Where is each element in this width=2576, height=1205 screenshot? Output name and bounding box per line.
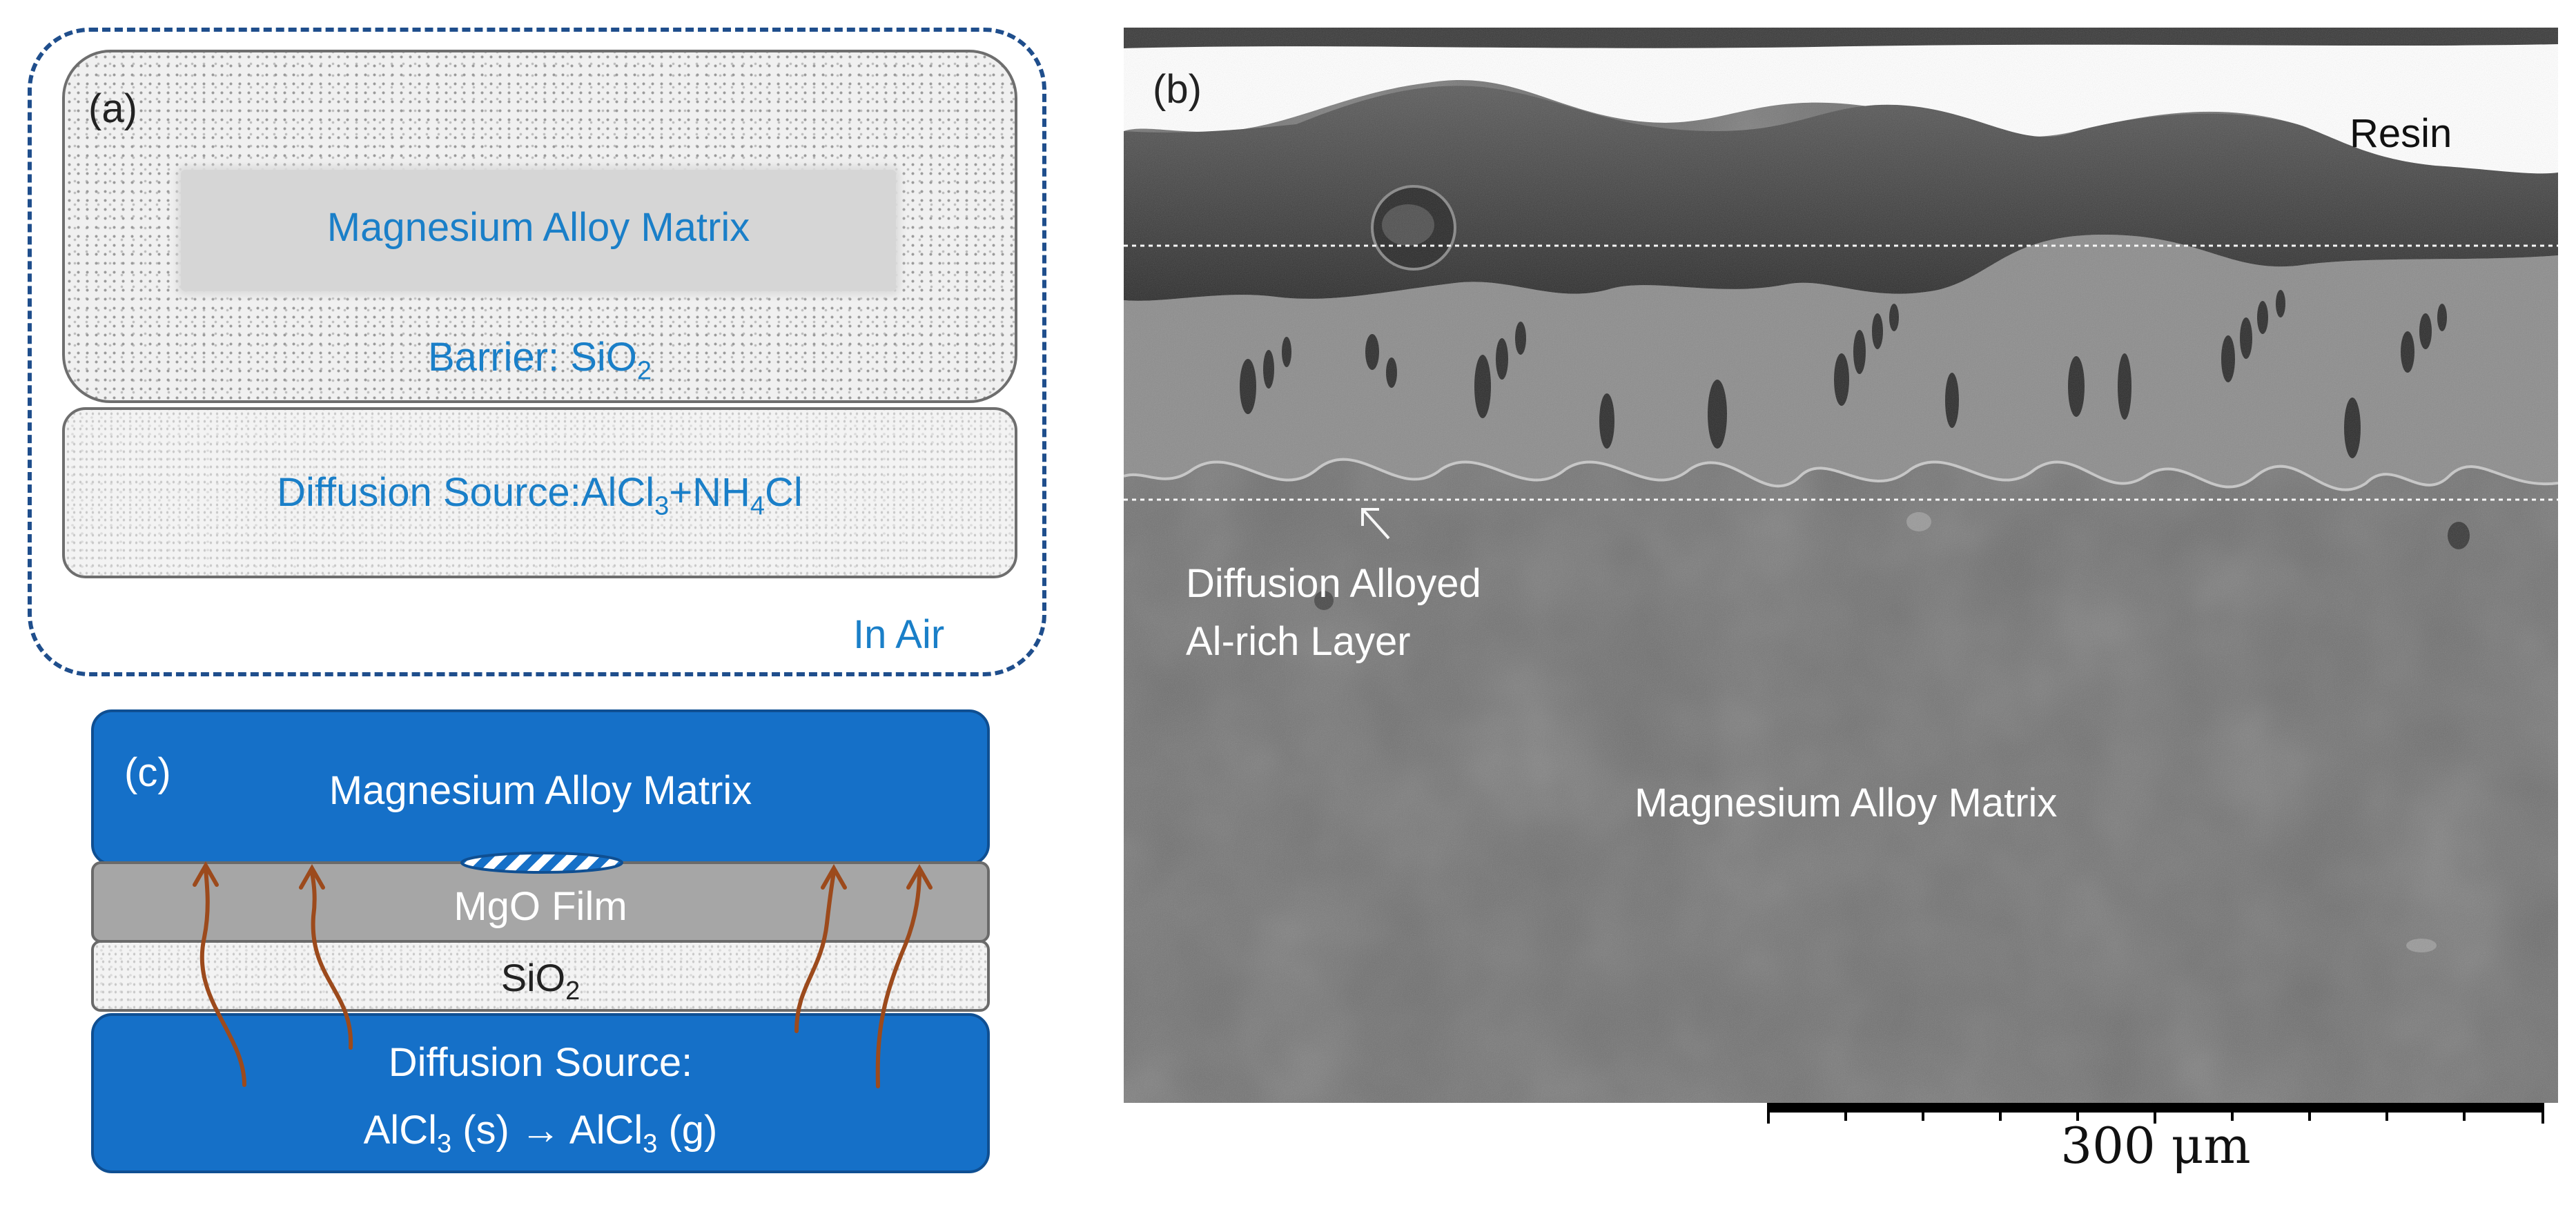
diffusion-arrow-2 — [310, 870, 353, 1050]
panel-b-resin-label: Resin — [2350, 111, 2452, 156]
panel-c-tag: (c) — [124, 750, 171, 795]
diffusion-arrow-2-head — [299, 863, 325, 890]
diffusion-arrow-1-head — [193, 861, 219, 887]
panel-c-diffusion-arrows — [193, 852, 933, 1088]
panel-a-barrier-label: Barrier: SiO2 — [427, 335, 652, 386]
panel-b-scale-label: 300 μm — [2060, 1117, 2251, 1175]
panel-c-sio2-layer — [91, 940, 990, 1012]
panel-b-tag: (b) — [1153, 67, 1202, 112]
panel-c-hatched-ellipse — [460, 852, 623, 874]
panel-a-matrix-block — [181, 170, 896, 291]
panel-b-layer-label-line1: Diffusion Alloyed — [1186, 561, 1481, 606]
panel-c-matrix-label: Magnesium Alloy Matrix — [329, 768, 752, 813]
panel-a-diffusion-source-layer — [62, 407, 1017, 578]
panel-b-matrix-label: Magnesium Alloy Matrix — [1635, 781, 2058, 825]
panel-c-source-line1: Diffusion Source: — [388, 1040, 693, 1085]
panel-a-tag: (a) — [88, 86, 137, 131]
diffusion-arrow-4-head — [906, 863, 933, 890]
panel-a-source-label: Diffusion Source:AlCl3+NH4Cl — [277, 470, 803, 521]
diffusion-arrow-4 — [875, 870, 921, 1088]
panel-c-mgo-label: MgO Film — [453, 884, 627, 929]
diffusion-arrow-3 — [794, 870, 836, 1033]
panel-a-matrix-label: Magnesium Alloy Matrix — [326, 205, 750, 250]
panel-a-barrier-layer — [62, 50, 1017, 403]
diffusion-arrow-1 — [199, 868, 246, 1087]
panel-a-frame — [28, 28, 1046, 676]
panel-b-scale-bar — [1767, 1103, 2544, 1124]
panel-b-layer-label-line2: Al-rich Layer — [1186, 619, 1411, 664]
panel-c-diffusion-source-block — [91, 1013, 990, 1173]
panel-a-environment-label: In Air — [853, 612, 945, 657]
panel-c-source-line2: AlCl3 (s) → AlCl3 (g) — [363, 1108, 718, 1159]
panel-c-sio2-label: SiO2 — [500, 956, 580, 1006]
diffusion-arrow-3-head — [821, 863, 847, 890]
panel-b-sem-micrograph — [1124, 28, 2558, 1103]
